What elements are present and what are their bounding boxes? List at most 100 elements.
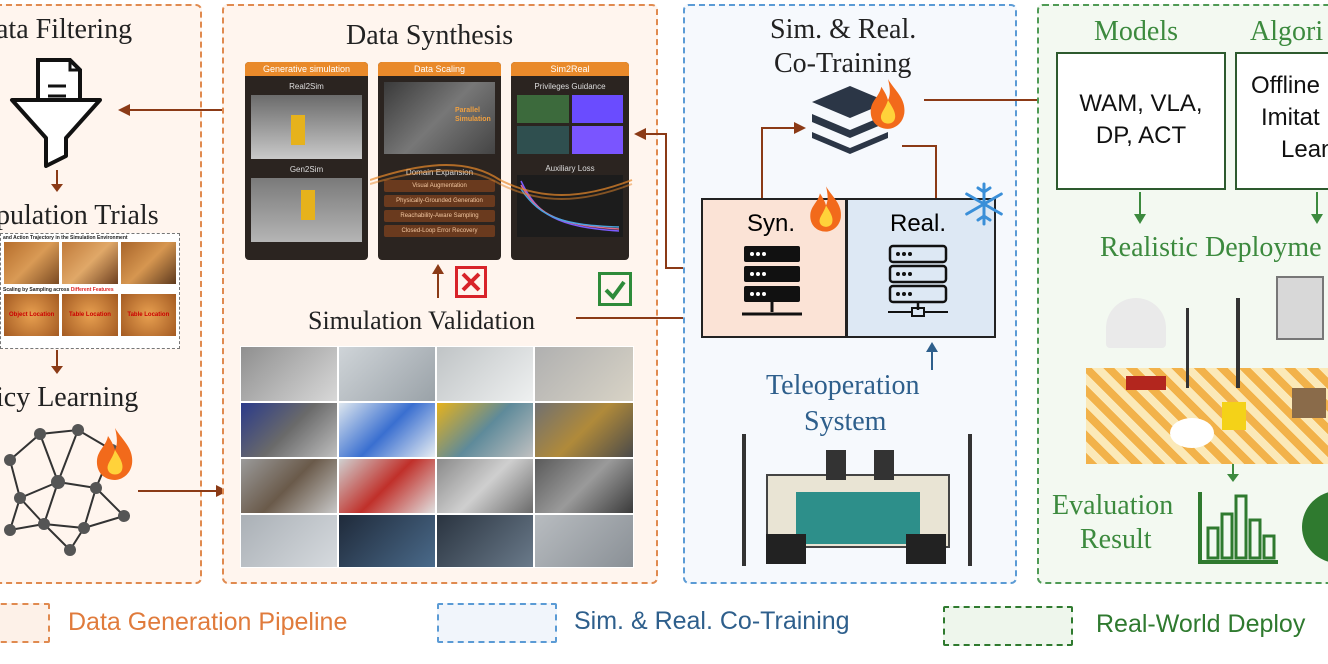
trial-feature-photo-3: Table Location [120, 294, 176, 336]
teleoperation-photo [736, 434, 980, 570]
algo-line-2: Imitat [1261, 104, 1320, 131]
data-scaling-card: Data Scaling Parallel Simulation Domain … [378, 62, 501, 260]
evaluation-title-line1: Evaluation [1052, 490, 1174, 521]
bar-chart-icon [1198, 492, 1278, 564]
arrow-up-teleop [926, 342, 938, 370]
privilege-thumb-4 [571, 126, 623, 154]
simulation-scenes-grid [240, 346, 634, 568]
domain-expansion-label: Domain Expansion [405, 168, 474, 177]
arrows-up-to-layers [761, 122, 937, 200]
trial-feature-photo-1: Object Location [4, 294, 60, 336]
simulation-validation-label: Simulation Validation [308, 306, 536, 335]
gen2sim-label: Gen2Sim [289, 165, 324, 174]
generative-simulation-header: Generative simulation [245, 62, 368, 76]
trials-caption-2-red: Different Features [70, 287, 114, 293]
legend-label-cotrain: Sim. & Real. Co-Training [574, 607, 850, 635]
scene-9 [240, 458, 338, 514]
scene-8 [534, 402, 634, 458]
models-line-1: WAM, VLA, [1079, 90, 1203, 117]
scene-1 [240, 346, 338, 402]
accept-check-icon [598, 272, 632, 306]
legend-swatch-deploy [943, 606, 1073, 646]
scene-13 [240, 514, 338, 568]
scene-14 [338, 514, 436, 568]
fire-icon-cotrain [870, 79, 905, 129]
algorithms-title: Algori [1250, 16, 1324, 47]
server-icon-real [888, 244, 948, 317]
flow-ribbons [370, 164, 633, 200]
arrow-down-algos [1311, 192, 1323, 224]
model-layers-icon [812, 86, 888, 154]
auxiliary-loss-label: Auxiliary Loss [545, 164, 595, 173]
cotraining-title-line1: Sim. & Real. [770, 14, 917, 45]
gen2sim-image [251, 178, 362, 242]
legend-swatch-cotrain [437, 603, 557, 643]
privilege-thumb-1 [517, 95, 569, 123]
real2sim-image [251, 95, 362, 159]
chip-closed-loop: Closed-Loop Error Recovery [384, 225, 495, 237]
generative-simulation-card: Generative simulation Real2Sim Gen2Sim [245, 62, 368, 260]
scene-4 [534, 346, 634, 402]
algo-line-3: Lean [1281, 136, 1328, 163]
arrow-policy-to-scenes [138, 485, 228, 497]
data-scaling-header: Data Scaling [378, 62, 501, 76]
algorithms-box: Offline Imitat Lean [1235, 52, 1328, 190]
scene-3 [436, 346, 534, 402]
funnel-filter-icon [10, 58, 102, 168]
reject-cross-icon [455, 266, 487, 298]
scene-7 [436, 402, 534, 458]
scene-6 [338, 402, 436, 458]
parallel-simulation-image: Parallel Simulation [384, 82, 495, 154]
arrow-cotrain-to-models [924, 94, 1052, 106]
server-icon-syn [742, 246, 802, 316]
privilege-thumb-3 [517, 126, 569, 154]
privileges-guidance-label: Privileges Guidance [534, 82, 606, 91]
real-data-box: Real. [846, 198, 996, 338]
chip-physically-grounded: Physically-Grounded Generation [384, 195, 495, 207]
real-label: Real. [890, 210, 947, 237]
realistic-deployment-title: Realistic Deployme [1100, 232, 1322, 263]
privilege-thumb-2 [571, 95, 623, 123]
trials-caption-2: Scaling by Sampling across [3, 287, 70, 293]
trial-feature-photo-2: Table Location [62, 294, 118, 336]
scene-5 [240, 402, 338, 458]
scene-15 [436, 514, 534, 568]
arrow-down-models [1134, 192, 1146, 224]
policy-learning-title: icy Learning [0, 382, 139, 413]
parallel-simulation-label: Parallel Simulation [455, 107, 491, 123]
data-filtering-title: ata Filtering [0, 14, 133, 45]
arrow-down-1 [51, 170, 63, 192]
trial-photo-2 [62, 242, 118, 284]
pie-chart-icon [1302, 492, 1328, 562]
arrow-down-eval [1227, 464, 1239, 482]
sim2real-header: Sim2Real [511, 62, 629, 76]
arrow-down-2 [51, 350, 63, 374]
data-synthesis-title: Data Synthesis [346, 20, 514, 51]
sim2real-card: Sim2Real Privileges Guidance Auxiliary L… [511, 62, 629, 260]
trials-image-strip: and Action Trajectory in the Simulation … [0, 233, 180, 349]
trial-tag-2: Table Location [69, 312, 111, 318]
algo-line-1: Offline [1251, 72, 1320, 99]
scene-16 [534, 514, 634, 568]
teleoperation-title-line1: Teleoperation [766, 370, 920, 401]
legend-label-pipeline: Data Generation Pipeline [68, 608, 348, 636]
deployment-photo [1086, 268, 1328, 464]
cotraining-title-line2: Co-Training [774, 48, 912, 79]
models-title: Models [1094, 16, 1178, 47]
chip-reachability-aware: Reachability-Aware Sampling [384, 210, 495, 222]
manipulation-trials-title: pulation Trials [0, 200, 159, 231]
scene-12 [534, 458, 634, 514]
fire-icon-policy [96, 428, 133, 480]
scene-11 [436, 458, 534, 514]
chip-visual-augmentation: Visual Augmentation [384, 180, 495, 192]
scene-10 [338, 458, 436, 514]
legend-label-deploy: Real-World Deploy [1096, 610, 1306, 638]
trial-tag-1: Object Location [8, 312, 55, 318]
models-line-2: DP, ACT [1095, 122, 1187, 149]
models-box: WAM, VLA, DP, ACT [1056, 52, 1226, 190]
arrow-up-validation [432, 264, 444, 298]
trial-photo-3 [120, 242, 176, 284]
teleoperation-title-line2: System [804, 406, 887, 437]
snowflake-icon-real [965, 182, 1003, 226]
neural-network-icon [4, 424, 130, 556]
